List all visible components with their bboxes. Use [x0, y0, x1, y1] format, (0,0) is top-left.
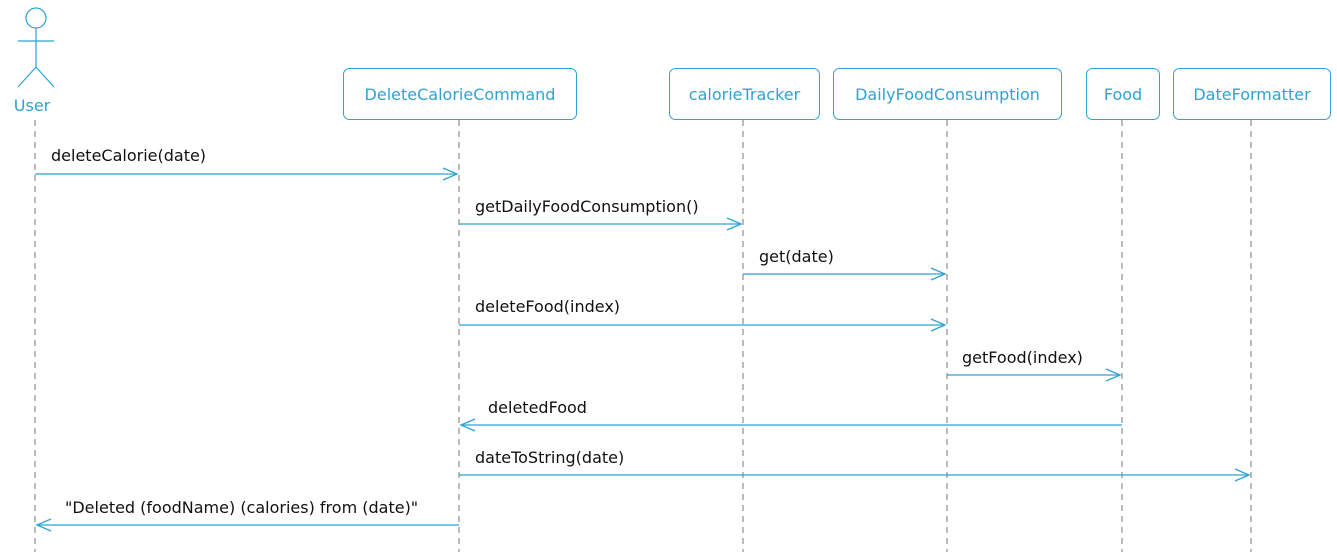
message-deleted-food: deletedFood [459, 398, 1122, 432]
arrowhead-right-icon [930, 267, 947, 281]
participant-label-date-formatter: DateFormatter [1193, 85, 1311, 104]
participant-label-calorie-tracker: calorieTracker [689, 85, 801, 104]
arrowhead-right-icon [726, 217, 743, 231]
message-label: getDailyFoodConsumption() [475, 197, 699, 216]
message-date-to-string: dateToString(date) [459, 448, 1251, 482]
participant-box [1173, 68, 1331, 120]
arrowhead-right-icon [930, 318, 947, 332]
message-delete-food: deleteFood(index) [459, 297, 947, 332]
arrowhead-left-icon [35, 518, 52, 532]
arrowhead-right-icon [1105, 368, 1122, 382]
lifelines [34, 120, 1252, 552]
arrowhead-right-icon [1234, 468, 1251, 482]
message-return-to-user: "Deleted (foodName) (calories) from (dat… [35, 498, 459, 532]
stick-figure-icon [17, 7, 55, 88]
message-label: deleteFood(index) [475, 297, 620, 316]
arrowhead-left-icon [459, 418, 476, 432]
participant-calorie-tracker: calorieTracker [669, 68, 820, 120]
message-label: getFood(index) [962, 348, 1083, 367]
arrowhead-right-icon [442, 167, 459, 181]
message-get-food: getFood(index) [947, 348, 1122, 382]
participant-label-food: Food [1104, 85, 1142, 104]
message-get-daily-food-consumption: getDailyFoodConsumption() [459, 197, 743, 231]
participant-food: Food [1086, 68, 1160, 120]
message-label: get(date) [759, 247, 834, 266]
message-label: deletedFood [488, 398, 587, 417]
participant-label-delete-calorie-command: DeleteCalorieCommand [365, 85, 556, 104]
participant-daily-food-consumption: DailyFoodConsumption [833, 68, 1062, 120]
participant-box [833, 68, 1062, 120]
participant-delete-calorie-command: DeleteCalorieCommand [343, 68, 577, 120]
participant-date-formatter: DateFormatter [1173, 68, 1331, 120]
participant-box [669, 68, 820, 120]
participant-box [1086, 68, 1160, 120]
participant-user: User [14, 7, 55, 115]
participant-label-user: User [14, 96, 51, 115]
message-label: "Deleted (foodName) (calories) from (dat… [65, 498, 418, 517]
participant-label-daily-food-consumption: DailyFoodConsumption [855, 85, 1040, 104]
message-delete-calorie: deleteCalorie(date) [35, 146, 459, 181]
message-label: dateToString(date) [475, 448, 624, 467]
message-label: deleteCalorie(date) [51, 146, 206, 165]
message-get-date: get(date) [743, 247, 947, 281]
participant-box [343, 68, 577, 120]
